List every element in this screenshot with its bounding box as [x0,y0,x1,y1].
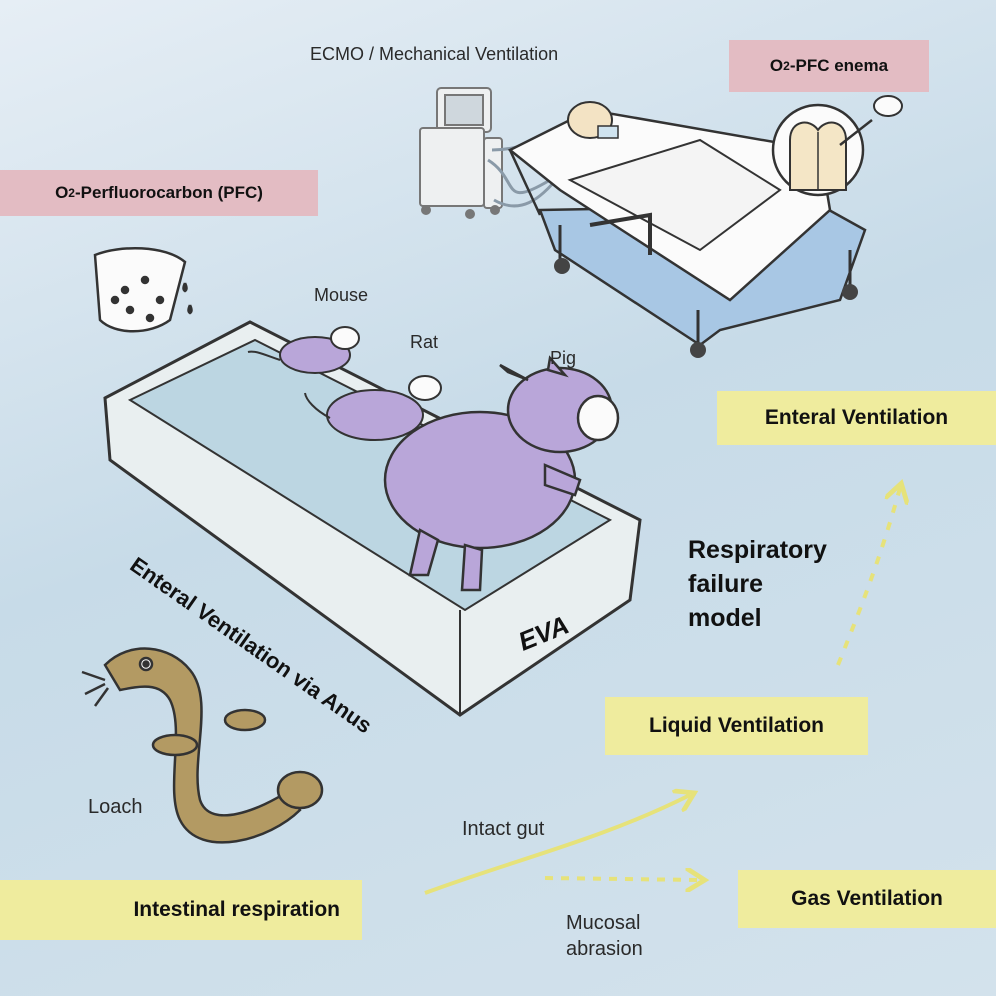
pathway-arrows [424,488,900,895]
liquid-ventilation-box: Liquid Ventilation [605,697,868,755]
pig-icon [383,355,620,592]
o2-pfc-suffix: -Perfluorocarbon (PFC) [74,183,263,202]
mouse-label: Mouse [314,285,369,305]
respiratory-line-1: Respiratory [688,536,827,564]
mucosal-line-2: abrasion [566,938,643,960]
o2-pfc-enema-prefix: O [769,56,784,75]
enema-callout-icon [771,95,903,197]
loach-icon [81,647,324,844]
o2-pfc-enema-suffix: -PFC enema [789,56,889,75]
intestinal-respiration-box: Intestinal respiration [0,880,362,940]
respiratory-line-2: failure [688,570,764,598]
loach-label: Loach [88,796,143,818]
mucosal-line-1: Mucosal [566,912,641,934]
pfc-beaker-icon [93,246,193,333]
arrow-mucosal-abrasion [544,878,700,880]
hospital-bed-icon [507,101,867,358]
o2-pfc-sub: 2 [68,186,75,200]
arrow-intact-gut [424,795,690,895]
o2-pfc-prefix: O [55,183,69,202]
rat-icon [304,375,442,441]
ecmo-label: ECMO / Mechanical Ventilation [310,44,559,64]
arrow-to-enteral [836,488,900,666]
rat-label: Rat [410,332,439,352]
ecmo-machine-icon [419,87,503,219]
intact-gut-label: Intact gut [462,818,545,840]
gas-ventilation-box: Gas Ventilation [738,870,996,928]
mouse-icon [247,326,360,374]
respiratory-line-3: model [688,604,762,632]
pig-label: Pig [550,348,577,368]
o2-pfc-enema-sub: 2 [783,59,790,73]
enteral-ventilation-box: Enteral Ventilation [717,391,996,445]
